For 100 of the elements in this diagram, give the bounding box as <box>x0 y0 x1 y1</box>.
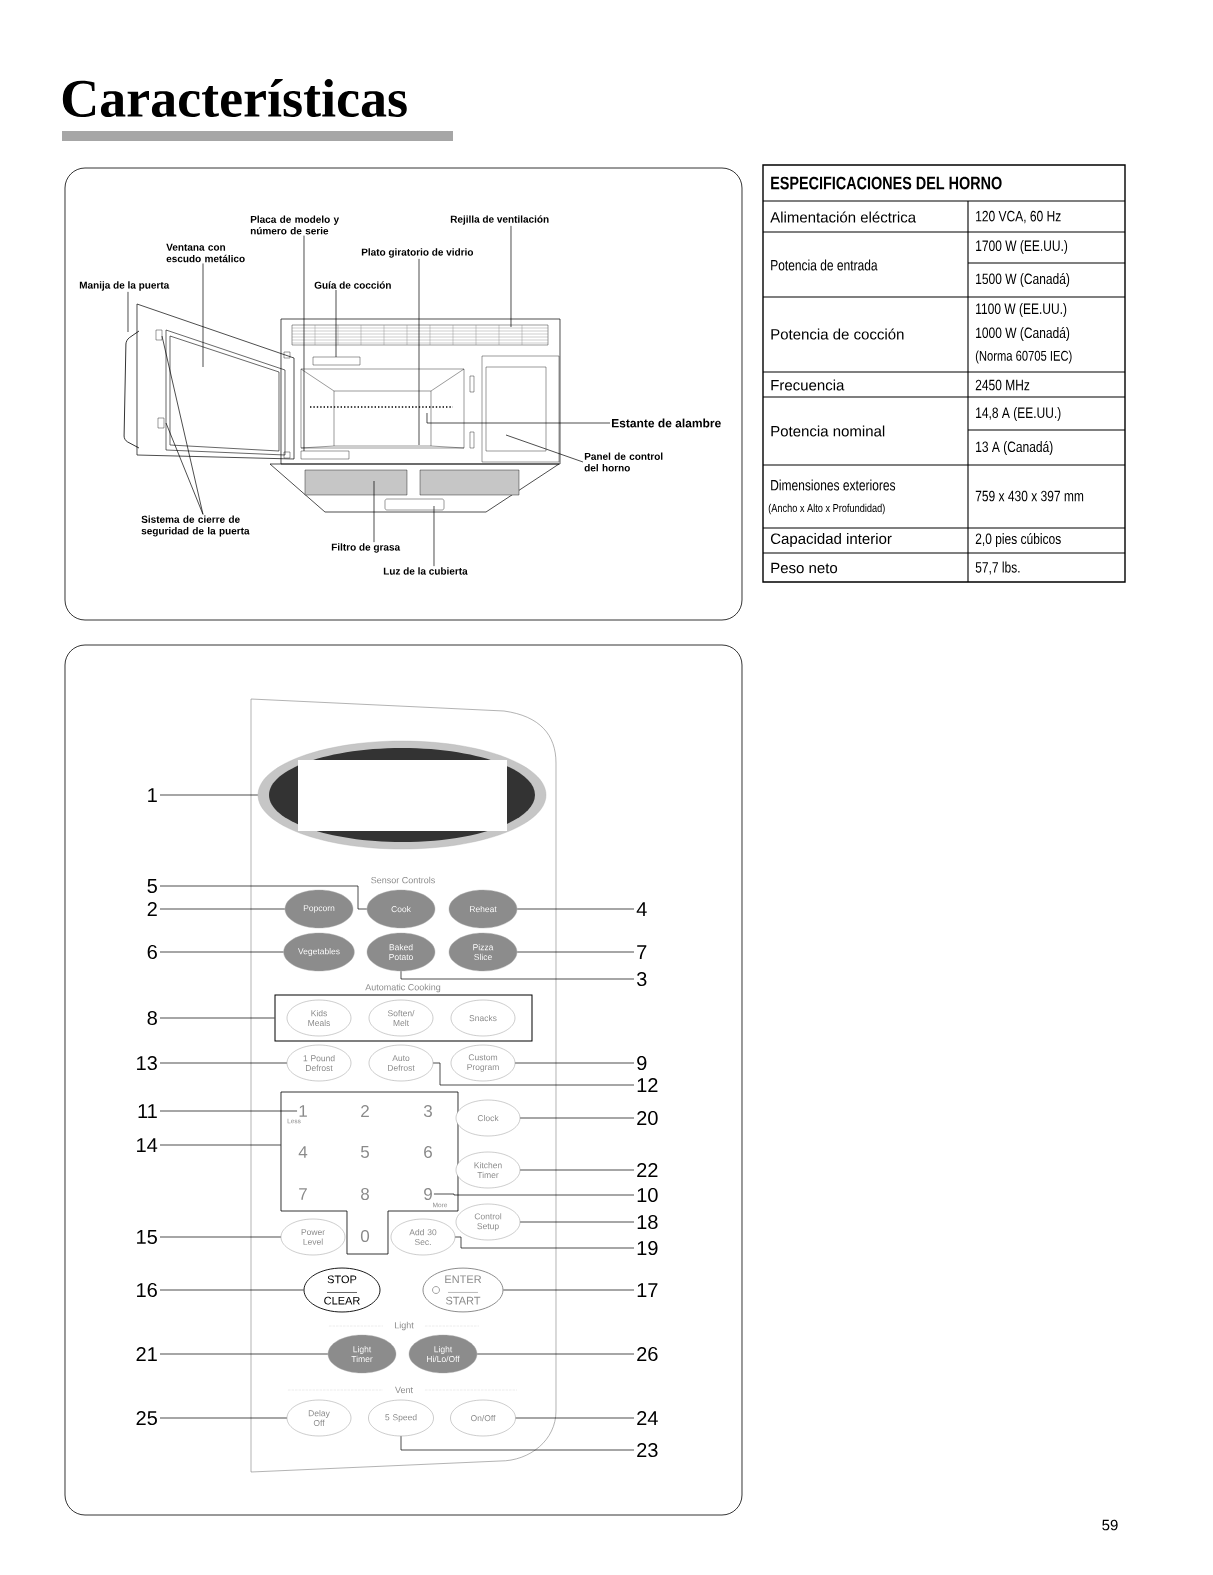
leader-line <box>433 505 435 567</box>
section-label: Automatic Cooking <box>365 983 441 993</box>
callout-label: Ventana con escudo metálico <box>166 243 245 263</box>
leader-line <box>202 263 204 368</box>
leader-line <box>159 885 368 910</box>
leader-line <box>159 951 284 953</box>
table-cell: Potencia de entrada <box>771 259 878 271</box>
section-label: Vent <box>395 1386 413 1394</box>
leader-line <box>476 1353 635 1355</box>
table-cell: Potencia nominal <box>771 425 885 437</box>
table-cell: 1100 W (EE.UU.) <box>976 303 1067 317</box>
control-button: Pizza Slice <box>448 932 518 972</box>
callout-number: 19 <box>637 1240 658 1256</box>
control-button: 5 Speed <box>368 1399 434 1437</box>
display-window <box>257 740 547 850</box>
callout-number: 26 <box>637 1346 658 1362</box>
control-button: Reheat <box>448 889 518 929</box>
control-button: Clock <box>455 1099 521 1137</box>
leader-line <box>454 1236 635 1249</box>
page-number: 59 <box>1102 1519 1118 1531</box>
callout-number: 11 <box>138 1104 157 1118</box>
control-button: Add 30 Sec. <box>390 1218 456 1256</box>
callout-label: Guía de cocción <box>314 281 391 289</box>
table-cell: 2450 MHz <box>975 379 1030 391</box>
table-cell: 1700 W (EE.UU.) <box>976 240 1068 254</box>
section-label: Sensor Controls <box>371 876 435 884</box>
leader-line <box>159 794 259 796</box>
control-button: On/Off <box>450 1399 516 1437</box>
table-cell: 759 x 430 x 397 mm <box>975 490 1084 502</box>
control-button: ENTER START <box>422 1267 504 1313</box>
leader-line <box>505 434 584 463</box>
leader-line <box>519 1221 635 1223</box>
callout-number: 12 <box>637 1078 658 1092</box>
key-digit: 4 <box>298 1146 308 1158</box>
table-cell: 14,8 A (EE.UU.) <box>976 407 1061 421</box>
callout-label: Manija de la puerta <box>79 281 170 291</box>
callout-label: Sistema de cierre de seguridad de la puerta <box>141 515 250 537</box>
callout-number: 21 <box>136 1347 157 1361</box>
keypad-frame <box>280 1091 459 1255</box>
callout-number: 1 <box>148 788 157 802</box>
callout-number: 20 <box>637 1110 658 1126</box>
key-digit: 3 <box>423 1105 432 1118</box>
leader-line <box>159 1062 288 1064</box>
control-button: STOP CLEAR <box>303 1267 381 1313</box>
button-group-frame <box>274 994 533 1042</box>
control-button: Custom Program <box>450 1044 516 1082</box>
callout-number: 13 <box>137 1055 157 1071</box>
control-button: Delay Off <box>286 1399 352 1437</box>
leader-line <box>159 1289 304 1291</box>
leader-line <box>510 225 512 328</box>
table-cell: Dimensiones exteriores <box>771 479 896 491</box>
callout-label: Panel de control del horno <box>584 452 663 472</box>
leader-line <box>516 908 635 910</box>
callout-number: 25 <box>136 1410 157 1426</box>
callout-number: 2 <box>147 902 157 916</box>
callout-number: 10 <box>637 1187 658 1203</box>
leader-line <box>514 1062 635 1064</box>
leader-line <box>159 1017 275 1019</box>
control-button: Light Hi/Lo/Off <box>408 1334 478 1374</box>
leader-line <box>373 480 375 543</box>
control-button: Auto Defrost <box>368 1044 434 1082</box>
leader-line <box>165 422 204 515</box>
callout-label: Plato giratorio de vidrio <box>361 248 474 258</box>
table-cell: Capacidad interior <box>770 533 892 547</box>
leader-line <box>516 951 635 953</box>
table-cell: 13 A (Canadá) <box>976 440 1053 456</box>
callout-number: 5 <box>147 879 157 893</box>
leader-line <box>159 1236 282 1238</box>
key-digit: 2 <box>361 1105 369 1117</box>
control-button: Kitchen Timer <box>455 1151 521 1189</box>
table-cell: 1500 W (Canadá) <box>976 272 1070 288</box>
control-button: Popcorn <box>284 889 354 929</box>
table-cell: (Ancho x Alto x Profundidad) <box>768 503 885 515</box>
callout-number: 14 <box>137 1138 158 1152</box>
callout-number: 22 <box>637 1163 658 1177</box>
leader-line <box>400 970 635 980</box>
control-button: Soften/ Melt <box>368 999 434 1037</box>
callout-number: 16 <box>137 1282 157 1298</box>
callout-number: 9 <box>637 1055 647 1071</box>
leader-line <box>418 258 420 446</box>
table-cell: Peso neto <box>771 562 838 574</box>
leader-line <box>159 908 286 910</box>
key-digit: 5 <box>360 1146 369 1158</box>
leader-line <box>159 1110 298 1112</box>
leader-line <box>433 1193 635 1196</box>
control-button: Light Timer <box>327 1334 397 1374</box>
callout-number: 15 <box>137 1230 157 1244</box>
section-label: Light <box>395 1321 414 1331</box>
key-digit: 9 <box>424 1188 432 1201</box>
leader-line <box>515 1417 635 1419</box>
leader-line <box>400 1435 635 1451</box>
control-button: Control Setup <box>455 1203 521 1241</box>
callout-number: 3 <box>636 971 647 987</box>
callout-number: 8 <box>147 1010 157 1026</box>
table-cell: (Norma 60705 IEC) <box>975 350 1072 364</box>
leader-line <box>303 235 305 452</box>
control-button: 1 Pound Defrost <box>286 1044 352 1082</box>
callout-number: 18 <box>637 1214 658 1230</box>
control-button: Vegetables <box>283 932 355 972</box>
leader-line <box>503 1289 635 1291</box>
